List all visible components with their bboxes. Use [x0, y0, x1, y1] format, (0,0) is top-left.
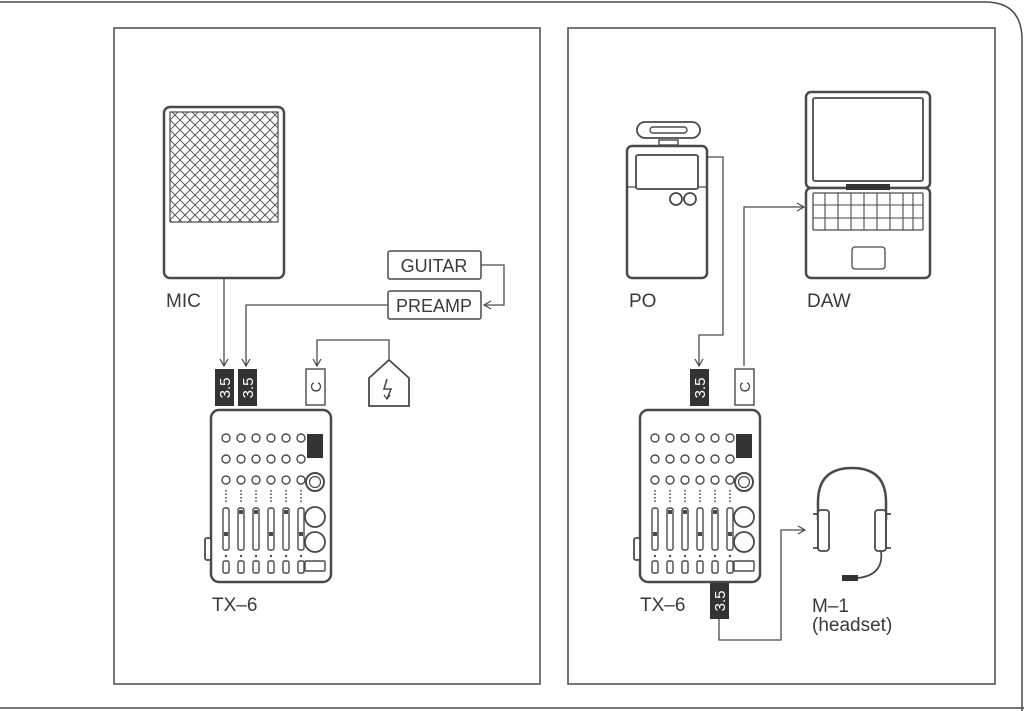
left-cables — [219, 264, 505, 368]
jack-out-label: 3.5 — [712, 591, 729, 612]
laptop-icon — [804, 90, 932, 280]
jack-usb-label: C — [308, 381, 325, 392]
jack-usb-c: C — [305, 368, 326, 406]
daw-label: DAW — [807, 291, 851, 312]
headset-icon — [813, 466, 891, 581]
mixer-icon — [203, 408, 333, 584]
po-label: PO — [629, 291, 656, 312]
guitar-box: GUITAR — [387, 250, 482, 280]
headset-sublabel: (headset) — [812, 615, 892, 636]
jack-in-label: 3.5 — [692, 378, 709, 399]
jack-1: 3.5 — [215, 369, 234, 406]
mixer-icon — [632, 408, 762, 584]
mic-label: MIC — [166, 291, 201, 312]
guitar-label: GUITAR — [401, 256, 468, 276]
jack-usb-label: C — [737, 381, 754, 392]
pocket-operator-icon — [625, 121, 709, 280]
left-panel: MIC GUITAR PREAMP 3.5 — [113, 27, 541, 685]
preamp-box: PREAMP — [387, 290, 482, 320]
mixer-label: TX–6 — [212, 595, 257, 616]
jack-usb-c: C — [734, 368, 755, 406]
jack-1-label: 3.5 — [217, 378, 234, 399]
jack-2: 3.5 — [238, 369, 257, 406]
jack-2-label: 3.5 — [240, 378, 257, 399]
preamp-label: PREAMP — [396, 296, 472, 316]
headset-label: M–1 — [812, 596, 849, 617]
right-cables — [694, 156, 807, 641]
jack-in: 3.5 — [690, 369, 709, 406]
microphone-icon — [162, 105, 286, 280]
jack-out: 3.5 — [710, 583, 729, 619]
power-adapter-icon — [368, 358, 410, 407]
mixer-label: TX–6 — [640, 595, 685, 616]
right-panel: PO DAW — [567, 27, 996, 685]
